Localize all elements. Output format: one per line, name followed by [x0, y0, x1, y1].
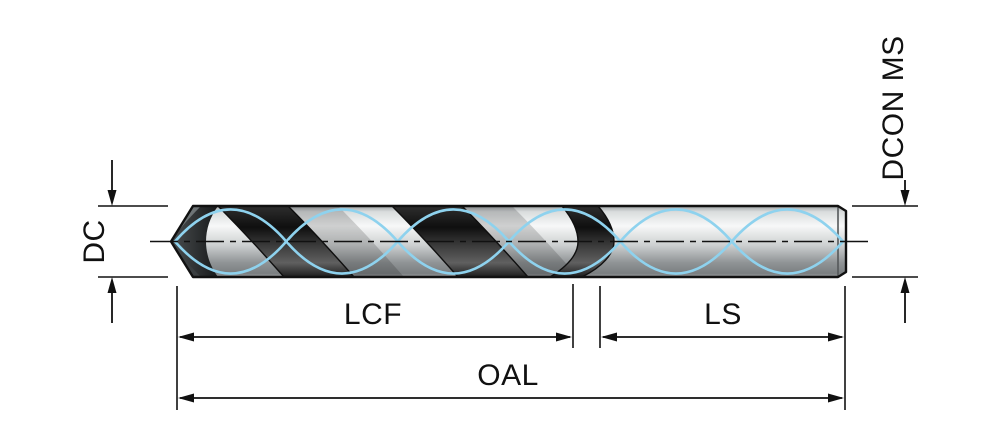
dcon-arrow-top — [900, 190, 910, 206]
lcf-arrow-left — [178, 332, 194, 342]
dim-dc: DC — [78, 160, 168, 323]
ls-arrow-left — [601, 332, 617, 342]
dc-arrow-bottom — [107, 277, 117, 293]
dim-oal: OAL — [178, 359, 844, 403]
dim-ls: LS — [599, 286, 846, 410]
dc-arrow-top — [107, 190, 117, 206]
ls-label: LS — [704, 298, 742, 331]
oal-arrow-right — [828, 393, 844, 403]
oal-arrow-left — [178, 393, 194, 403]
dim-lcf: LCF — [176, 284, 574, 410]
ls-arrow-right — [828, 332, 844, 342]
dcon-arrow-bottom — [900, 277, 910, 293]
dc-label: DC — [78, 219, 111, 263]
dcon-ms-label: DCON MS — [877, 35, 910, 180]
lcf-label: LCF — [344, 298, 402, 331]
oal-label: OAL — [477, 359, 539, 392]
lcf-arrow-right — [556, 332, 572, 342]
dim-dcon-ms: DCON MS — [852, 35, 918, 323]
